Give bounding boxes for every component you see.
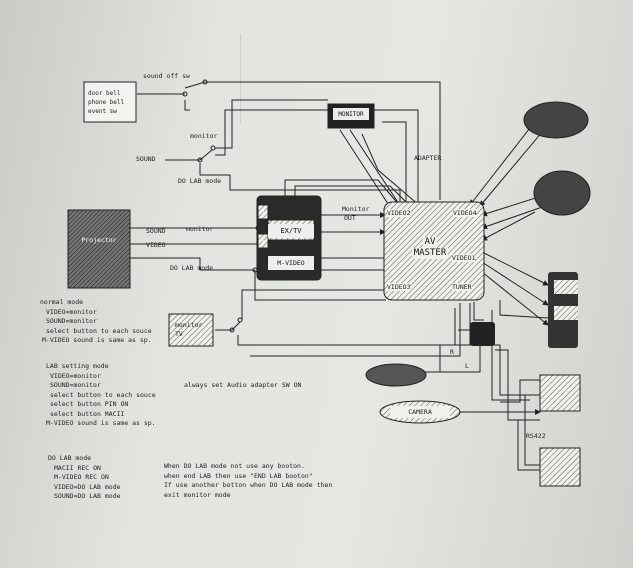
bells-box: door bell phone bell event sw [84,83,136,121]
lab-setting-line: select button to each souce [50,390,156,399]
do-lab-line: VIDEO=DO LAB mode [54,482,121,491]
camera-box: CAMERA [390,406,450,418]
do-lab-mode-label-top: DO LAB mode [178,177,222,185]
av-master-label-1: AV [422,237,438,248]
event-sw-label: event sw [88,107,117,115]
ex-port-2-label: 2 [261,209,265,217]
projector-box: Projector [81,236,117,244]
do-lab-mode-label-mid: DO LAB mode [170,264,214,272]
av-master-box: AV MASTER [400,232,460,264]
monitor-tv-box: monitor TV [171,316,211,344]
projector-fill [67,209,131,289]
m-video-box: M-VIDEO [268,256,314,270]
projector-video-label: VIDEO [146,241,166,249]
do-lab-title: DO LAB mode [48,454,92,462]
do-lab-line: MACII REC ON [54,463,101,472]
monitor-tv-label-1: monitor [175,321,203,329]
do-lab-instructions: When DO LAB mode not use any booton. whe… [164,462,332,500]
door-bell-label: door bell [88,89,121,97]
audio-r-label: R [450,348,454,356]
lab-setting-line: VIDEO=monitor [50,371,101,380]
do-lab-mode-notes: DO LAB mode MACII REC ON M-VIDEO REC ON … [48,454,121,502]
do-lab-instruction-line: when end LAB then use "END LAB booton" [164,471,313,480]
show-through-texture [240,34,361,124]
monitor-tv-label-2: TV [175,330,183,338]
sound-off-sw-label: sound off sw [143,72,190,80]
normal-mode-line: M-VIDEO sound is same as sp. [42,336,152,344]
video4-port-label: VIDEO4 [453,209,477,217]
video2-port-label: VIDEO2 [387,209,411,217]
lab-setting-line: SOUND=monitor [50,381,101,389]
monitor-top-box: MONITOR [333,108,369,120]
normal-mode-line: VIDEO=monitor [46,307,97,316]
do-lab-instruction-line: exit monitor mode [164,490,231,499]
ex-port-1-label: 1 [261,238,265,246]
do-lab-instruction-line: If use another botton when DO LAB mode t… [164,481,333,489]
do-lab-line: SOUND=DO LAB mode [54,492,121,500]
normal-mode-line: SOUND=monitor [46,317,97,325]
lab-setting-line: M-VIDEO sound is same as sp. [46,419,156,427]
tuner-port-label: TUNER [452,283,472,291]
monitor-switch-label: monitor [190,132,218,140]
projector-monitor-label: monitor [186,225,214,233]
lab-setting-line: select button MACII [50,409,125,418]
do-lab-instruction-line: When DO LAB mode not use any booton. [164,462,305,470]
normal-mode-line: select button to each souce [46,326,152,335]
audio-l-label: L [465,362,469,370]
ex-tv-box: EX/TV [268,224,314,238]
normal-mode-title: normal mode [40,298,84,306]
adapter-label: ADAPTER [414,154,442,162]
sound-label: SOUND [136,155,156,163]
lab-setting-mode-notes: LAB setting mode VIDEO=monitor SOUND=mon… [46,362,156,429]
monitor-out-label-2: OUT [344,214,356,222]
projector-sound-label: SOUND [146,227,166,235]
do-lab-line: M-VIDEO REC ON [54,473,109,481]
video3-port-label: VIDEO3 [387,283,411,291]
video1-port-label: VIDEO1 [452,254,476,262]
lab-setting-line: select button PIN ON [50,400,129,408]
normal-mode-notes: normal mode VIDEO=monitor SOUND=monitor … [40,298,152,346]
lab-setting-title: LAB setting mode [46,362,109,370]
phone-bell-label: phone bell [88,98,125,106]
av-master-label-2: MASTER [411,248,449,259]
always-note: always set Audio adapter SW ON [184,381,302,389]
rs422-label: RS422 [526,432,546,440]
monitor-out-label-1: Monitor [342,205,370,213]
